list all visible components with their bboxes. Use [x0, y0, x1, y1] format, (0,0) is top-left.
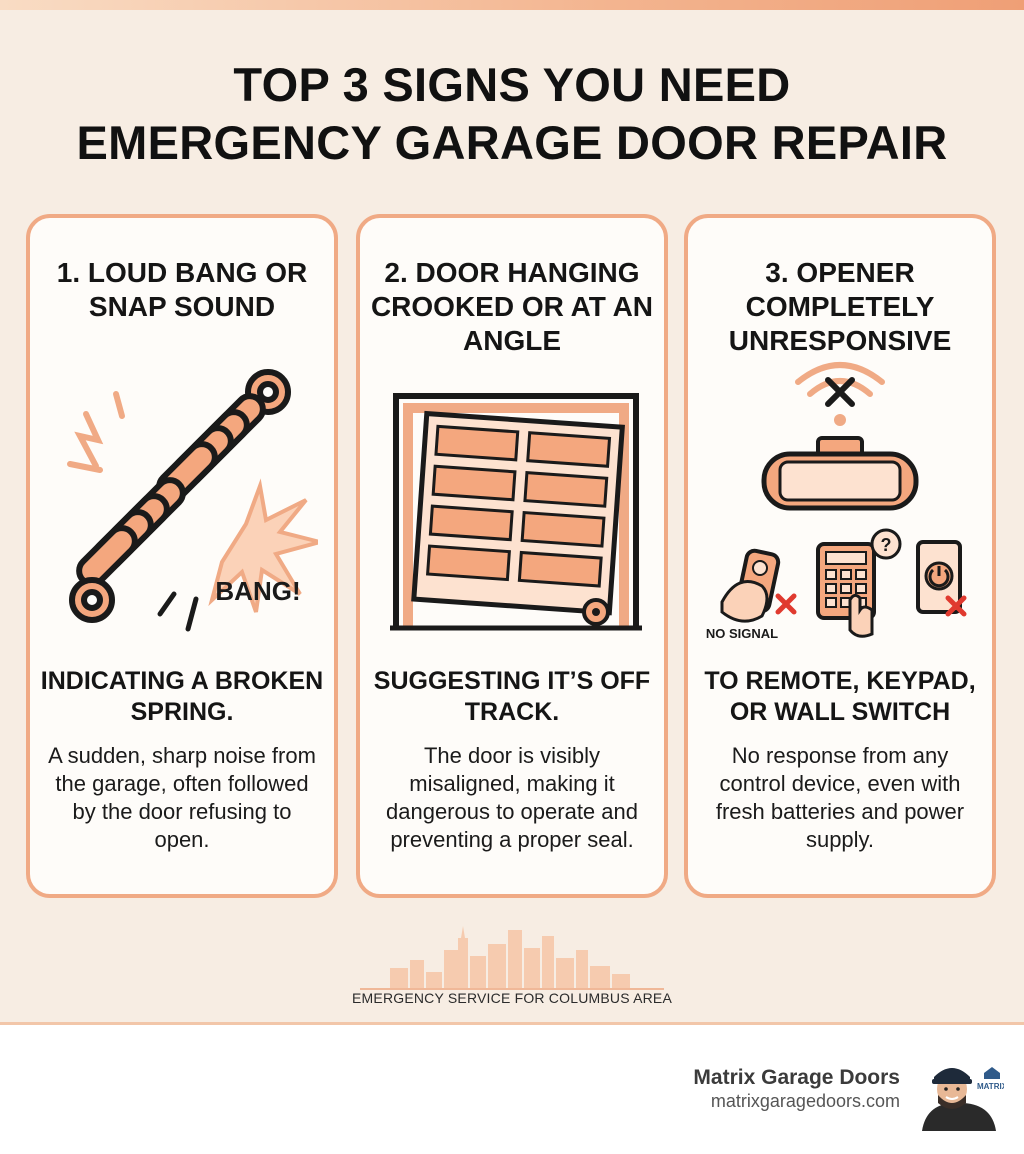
city-skyline-graphic — [360, 926, 664, 990]
brand-url-link[interactable]: matrixgaragedoors.com — [710, 1091, 900, 1111]
svg-text:?: ? — [881, 535, 892, 555]
card-description: No response from any control device, eve… — [715, 743, 965, 852]
sign-card-3: 3. OPENER COMPLETELY UNRESPONSIVE NO SIG… — [684, 214, 996, 898]
card-heading: 2. DOOR HANGING CROOKED OR AT AN ANGLE — [370, 257, 654, 356]
top-accent-strip — [0, 0, 1024, 10]
no-signal-label: NO SIGNAL — [706, 626, 778, 641]
card-subheading: TO REMOTE, KEYPAD, OR WALL SWITCH — [704, 667, 976, 726]
matrix-logo-text: MATRIX — [977, 1082, 1004, 1091]
page-title: TOP 3 SIGNS YOU NEED EMERGENCY GARAGE DO… — [0, 56, 1024, 172]
unresponsive-opener-icon: NO SIGNAL ? — [706, 362, 967, 641]
footer-divider — [0, 1022, 1024, 1025]
card-heading: 3. OPENER COMPLETELY UNRESPONSIVE — [728, 257, 952, 356]
title-line-2: EMERGENCY GARAGE DOOR REPAIR — [76, 116, 948, 169]
card-description: A sudden, sharp noise from the garage, o… — [48, 743, 316, 852]
bang-label: BANG! — [215, 576, 300, 606]
footer-band — [0, 1025, 1024, 1154]
card-subheading: INDICATING A BROKEN SPRING. — [40, 667, 324, 726]
brand-avatar: MATRIX — [922, 1067, 1004, 1131]
sign-card-2: 2. DOOR HANGING CROOKED OR AT AN ANGLE S… — [356, 214, 668, 898]
card-description: The door is visibly misaligned, making i… — [386, 743, 638, 852]
title-line-1: TOP 3 SIGNS YOU NEED — [233, 58, 791, 111]
broken-spring-icon: BANG! — [67, 369, 318, 632]
card-subheading: SUGGESTING IT’S OFF TRACK. — [373, 667, 651, 726]
brand-name: Matrix Garage Doors — [693, 1066, 900, 1089]
sign-card-1: 1. LOUD BANG OR SNAP SOUND — [26, 214, 338, 898]
card-heading: 1. LOUD BANG OR SNAP SOUND — [56, 257, 308, 322]
crooked-door-icon — [390, 393, 642, 631]
service-area-caption: EMERGENCY SERVICE FOR COLUMBUS AREA — [352, 990, 672, 1006]
